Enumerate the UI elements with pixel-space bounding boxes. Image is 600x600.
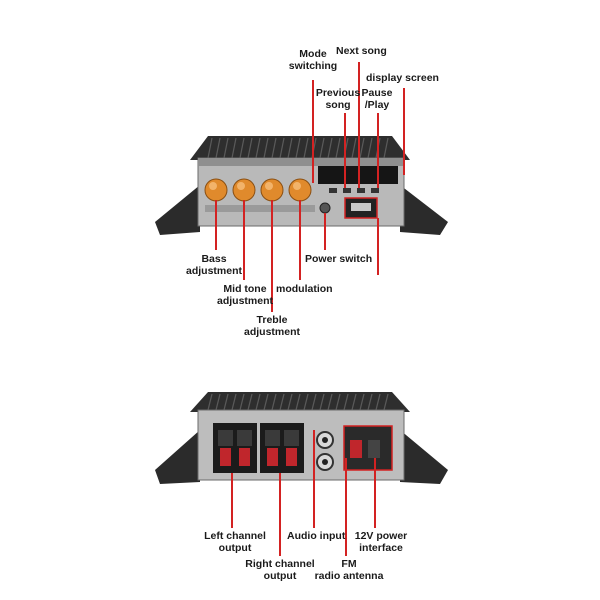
heatsink-fin: [343, 393, 349, 411]
rear-left-fins: [155, 430, 200, 484]
heatsink-fin: [247, 137, 253, 159]
power-switch[interactable]: [319, 202, 331, 214]
audio-input-jacks[interactable]: [316, 431, 334, 471]
heatsink-fin: [239, 393, 245, 411]
antenna-terminal[interactable]: [368, 440, 380, 458]
label-left-channel-output: Left channel output: [204, 530, 266, 554]
label-next-song: Next song: [336, 45, 387, 57]
label-pause-play: Pause /Play: [361, 87, 393, 111]
heatsink-fin: [247, 393, 253, 411]
left-channel-terminals[interactable]: [213, 423, 257, 473]
label-fm-radio-antenna: FM radio antenna: [314, 558, 384, 582]
heatsink-fin: [383, 393, 389, 411]
label-power-switch: Power switch: [305, 253, 373, 265]
heatsink-fin: [327, 137, 333, 159]
heatsink-fin: [223, 393, 229, 411]
label-previous-song: Previous song: [315, 87, 361, 111]
heatsink-fin: [327, 393, 333, 411]
heatsink-fin: [231, 137, 237, 159]
heatsink-fin: [319, 393, 325, 411]
heatsink-fin: [319, 137, 325, 159]
heatsink-fin: [303, 393, 309, 411]
next-song-button[interactable]: [357, 188, 365, 193]
rear-leader-lines: [231, 430, 376, 556]
front-leader-lines: [215, 62, 405, 312]
mid-tone-knob[interactable]: [232, 178, 256, 202]
label-mode-switching: Mode switching: [288, 48, 338, 72]
label-display-screen: display screen: [366, 72, 439, 84]
heatsink-fin: [279, 137, 285, 159]
rear-amplifier-view: [155, 392, 448, 484]
heatsink-fin: [239, 137, 245, 159]
heatsink-fin: [207, 137, 213, 159]
heatsink-fin: [335, 137, 341, 159]
rear-right-fins: [400, 430, 448, 484]
heatsink-fin: [303, 137, 309, 159]
bass-knob[interactable]: [204, 178, 228, 202]
front-brand-strip: [205, 205, 315, 212]
heatsink-fin: [375, 393, 381, 411]
pause-play-button[interactable]: [371, 188, 379, 193]
treble-knob[interactable]: [260, 178, 284, 202]
heatsink-fin: [383, 137, 389, 159]
front-face-shade: [198, 158, 404, 166]
heatsink-fin: [287, 137, 293, 159]
front-right-fins: [400, 185, 448, 235]
heatsink-fin: [367, 393, 373, 411]
heatsink-fin: [279, 393, 285, 411]
heatsink-fin: [271, 393, 277, 411]
heatsink-fin: [359, 137, 365, 159]
label-bass-adjustment: Bass adjustment: [185, 253, 242, 277]
power-interface-terminal[interactable]: [350, 440, 362, 458]
heatsink-fin: [287, 393, 293, 411]
label-audio-input: Audio input: [287, 530, 346, 542]
heatsink-fin: [231, 393, 237, 411]
mode-button[interactable]: [329, 188, 337, 193]
heatsink-fin: [351, 393, 357, 411]
heatsink-fin: [215, 393, 221, 411]
label-right-channel-output: Right channel output: [245, 558, 315, 582]
heatsink-fin: [255, 137, 261, 159]
rear-heatsink-fins: [207, 393, 389, 411]
modulation-knob[interactable]: [288, 178, 312, 202]
heatsink-fin: [311, 393, 317, 411]
label-12v-power-interface: 12V power interface: [354, 530, 408, 554]
label-treble-adjustment: Treble adjustment: [243, 314, 300, 338]
label-mid-tone-adjustment: Mid tone adjustment: [216, 283, 273, 307]
heatsink-fin: [351, 137, 357, 159]
heatsink-fin: [271, 137, 277, 159]
heatsink-fin: [335, 393, 341, 411]
heatsink-fin: [215, 137, 221, 159]
heatsink-fin: [207, 393, 213, 411]
heatsink-fin: [359, 393, 365, 411]
heatsink-fin: [263, 393, 269, 411]
heatsink-fin: [295, 137, 301, 159]
heatsink-fin: [263, 137, 269, 159]
heatsink-fin: [295, 393, 301, 411]
label-modulation: modulation: [276, 283, 333, 295]
front-amplifier-view: [155, 136, 448, 235]
previous-song-button[interactable]: [343, 188, 351, 193]
front-left-fins: [155, 185, 200, 235]
right-channel-terminals[interactable]: [260, 423, 304, 473]
heatsink-fin: [255, 393, 261, 411]
heatsink-fin: [367, 137, 373, 159]
heatsink-fin: [223, 137, 229, 159]
